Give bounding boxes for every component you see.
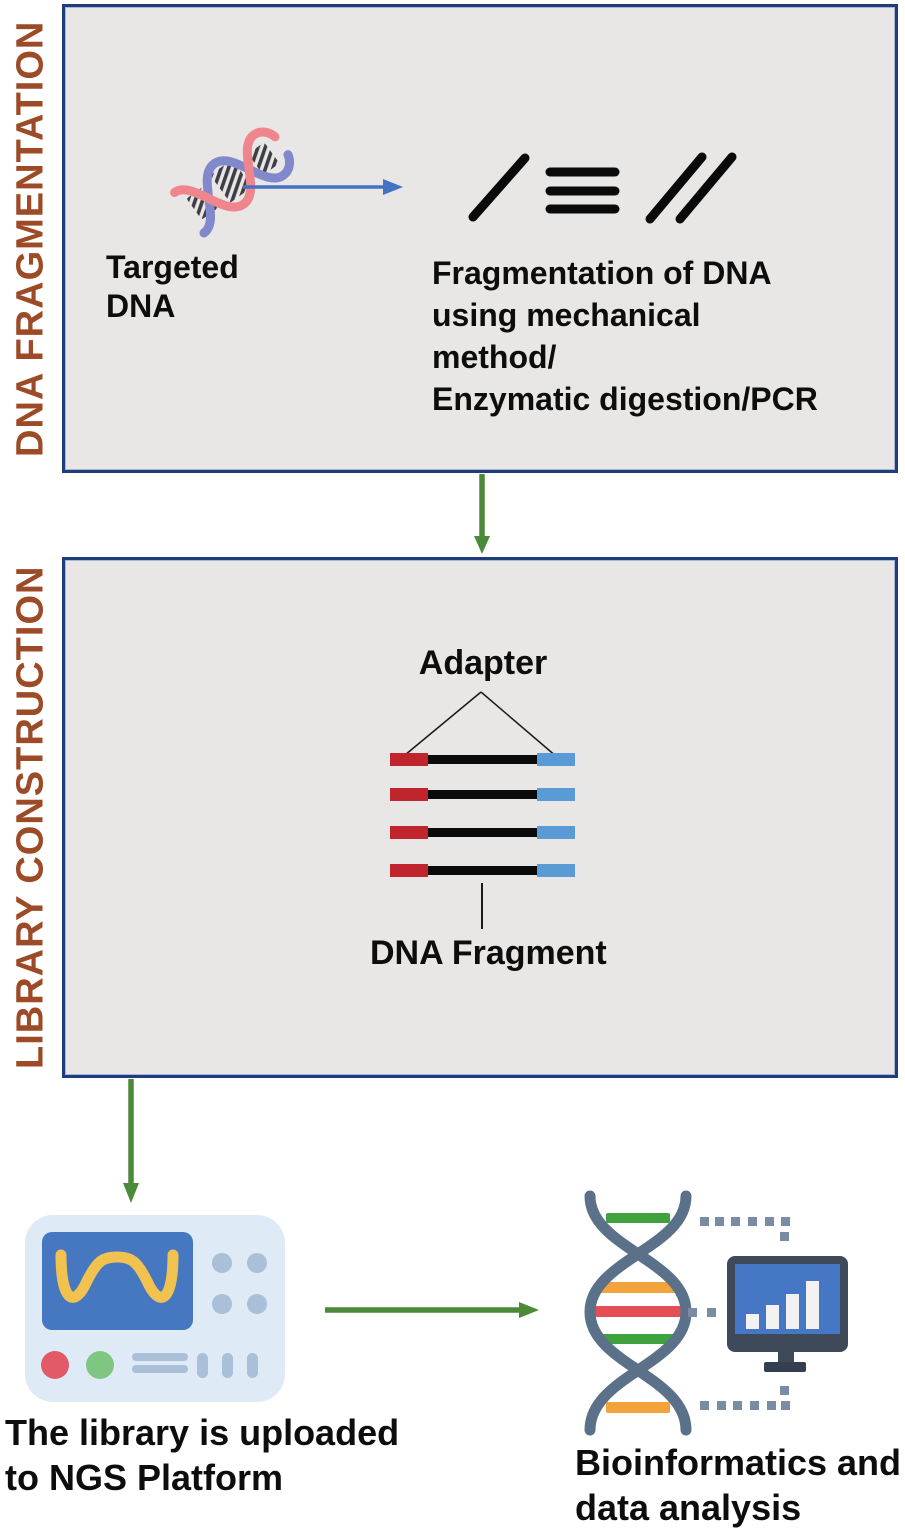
double-slash-icon [645, 152, 707, 224]
dna-fragment-label: DNA Fragment [370, 934, 607, 972]
fragmentation-method-line1: Fragmentation of DNA [432, 255, 772, 291]
dna-fragment-row [390, 788, 575, 801]
adapter-blue-segment [537, 826, 575, 839]
dna-fragment-segment [428, 790, 537, 799]
ngs-platform-caption: The library is uploaded to NGS Platform [5, 1410, 399, 1500]
dna-fragment-row [390, 826, 575, 839]
arrow-down-green-icon [474, 474, 490, 554]
section-label-library-construction: LIBRARY CONSTRUCTION [9, 565, 52, 1070]
bioinformatics-caption-line2: data analysis [575, 1487, 802, 1528]
fragmentation-method-line4: Enzymatic digestion/PCR [432, 381, 818, 417]
adapter-pointer-lines [404, 691, 558, 758]
dna-fragment-segment [428, 828, 537, 837]
single-slash-icon [468, 153, 530, 222]
library-construction-box [62, 557, 898, 1078]
adapter-red-segment [390, 826, 428, 839]
arrow-right-green-icon [325, 1302, 539, 1318]
monitor-chart-icon [727, 1256, 848, 1372]
targeted-dna-caption-line2: DNA [106, 288, 176, 324]
dna-analysis-helix-icon [584, 1190, 692, 1436]
dna-fragment-segment [428, 755, 537, 764]
dotted-connector-icon [688, 1217, 790, 1410]
dna-fragments-group [390, 753, 575, 881]
targeted-dna-helix-icon [170, 127, 295, 238]
bioinformatics-caption: Bioinformatics and data analysis [575, 1440, 901, 1530]
dna-fragment-segment [428, 866, 537, 875]
adapter-blue-segment [537, 788, 575, 801]
red-button-icon [41, 1351, 69, 1379]
ngs-platform-caption-line1: The library is uploaded [5, 1412, 400, 1453]
arrow-right-blue-icon [243, 179, 403, 195]
dna-fragment-pointer-line [481, 883, 483, 929]
arrow-down-green-icon [123, 1079, 139, 1203]
adapter-red-segment [390, 864, 428, 877]
fragmentation-box [62, 4, 898, 473]
wave-icon [55, 1249, 179, 1303]
fragmentation-symbols-icon [468, 152, 737, 224]
fragmentation-method-line3: method/ [432, 339, 557, 375]
fragmentation-method-line2: using mechanical [432, 297, 701, 333]
dna-fragment-row [390, 753, 575, 766]
bioinformatics-caption-line1: Bioinformatics and [575, 1442, 902, 1483]
ngs-platform-caption-line2: to NGS Platform [5, 1457, 284, 1498]
targeted-dna-caption: Targeted DNA [106, 248, 239, 326]
adapter-red-segment [390, 753, 428, 766]
adapter-red-segment [390, 788, 428, 801]
double-slash-icon [675, 152, 737, 224]
bar-chart-icon [746, 1281, 819, 1329]
adapter-blue-segment [537, 864, 575, 877]
section-label-dna-fragmentation: DNA FRAGMENTATION [9, 20, 52, 457]
adapter-blue-segment [537, 753, 575, 766]
adapter-label: Adapter [418, 644, 548, 682]
fragmentation-method-caption: Fragmentation of DNA using mechanical me… [432, 252, 818, 420]
targeted-dna-caption-line1: Targeted [106, 249, 239, 285]
dna-fragment-row [390, 864, 575, 877]
green-button-icon [86, 1351, 114, 1379]
ngs-machine-icon [25, 1215, 285, 1402]
